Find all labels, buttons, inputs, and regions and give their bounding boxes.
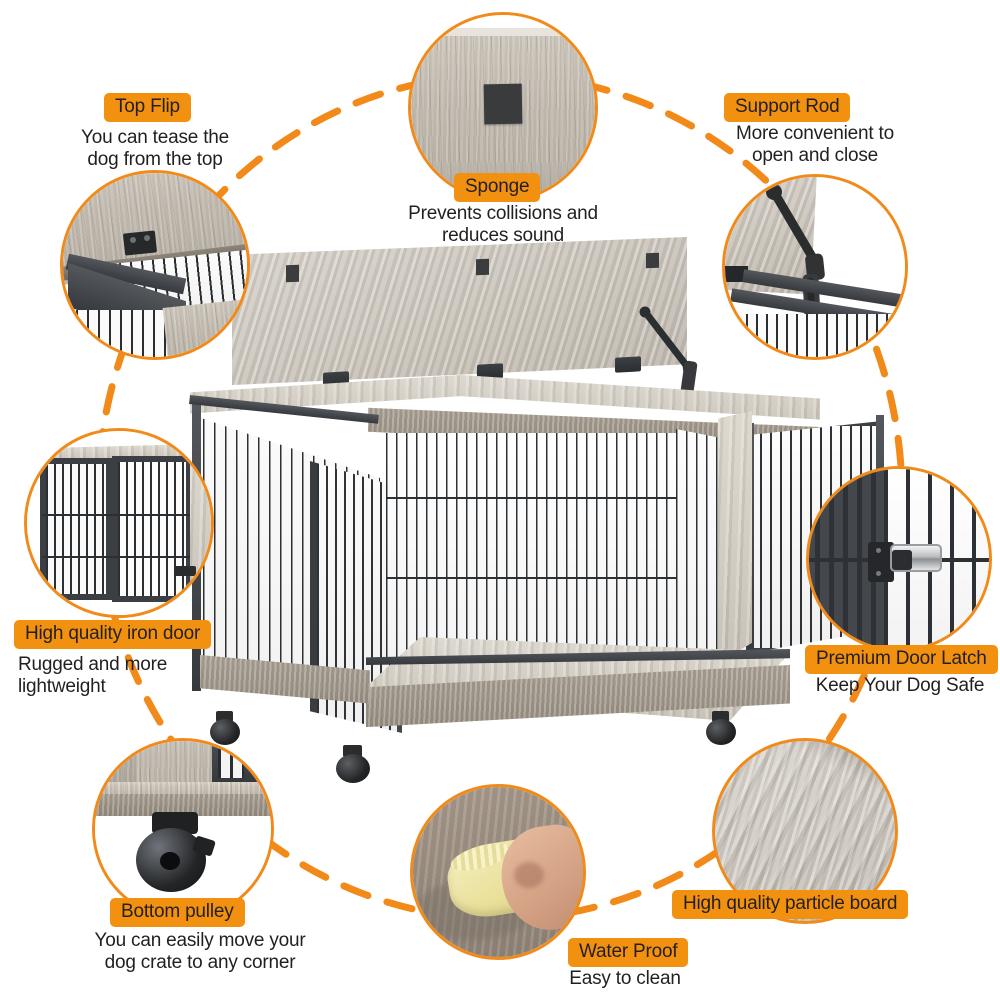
caption-water-proof-line1: Easy to clean (569, 968, 681, 989)
badge-sponge: Sponge (454, 173, 541, 202)
back-wire-wall (386, 433, 676, 659)
badge-bottom-pulley: Bottom pulley (110, 898, 245, 927)
callout-support-rod (722, 174, 908, 360)
caster-wheel (210, 711, 240, 745)
wire-crossbar (386, 577, 676, 580)
sponge-pad (483, 83, 522, 124)
caption-bottom-pulley-line2: dog crate to any corner (104, 952, 296, 973)
caster-wheel (336, 745, 370, 783)
callout-iron-door (24, 428, 214, 618)
sponge-pad (646, 252, 659, 269)
support-rod-circle-image (722, 174, 908, 360)
caster-wheel (135, 811, 216, 892)
door-latch-circle-image (806, 466, 992, 652)
sponge-pad (286, 264, 299, 283)
sponge-pad (476, 258, 489, 276)
caption-iron-door-line1: Rugged and more (18, 654, 168, 675)
caption-top-flip-line1: You can tease the (80, 127, 230, 148)
badge-top-flip: Top Flip (104, 93, 191, 122)
caption-sponge-line1: Prevents collisions and (408, 203, 598, 224)
callout-top-flip (60, 170, 250, 360)
product-image-dog-crate-furniture (189, 225, 884, 783)
callout-premium-door-latch (806, 466, 992, 652)
caption-top-flip-line2: dog from the top (87, 149, 223, 170)
caption-iron-door-line2: lightweight (18, 676, 106, 697)
wire-crossbar (386, 497, 676, 500)
caption-sponge-line2: reduces sound (441, 225, 565, 246)
callout-bottom-pulley (92, 738, 274, 920)
right-wood-post (718, 411, 752, 663)
caption-premium-door-latch-line1: Keep Your Dog Safe (815, 675, 985, 696)
badge-premium-door-latch: Premium Door Latch (805, 645, 998, 674)
badge-iron-door: High quality iron door (14, 620, 212, 649)
flip-top-panel (232, 237, 687, 385)
chrome-latch (889, 543, 942, 572)
badge-water-proof: Water Proof (568, 938, 689, 967)
caption-bottom-pulley-line1: You can easily move your (94, 930, 306, 951)
badge-support-rod: Support Rod (724, 93, 851, 122)
top-flip-circle-image (60, 170, 250, 360)
caption-support-rod-line1: More convenient to (736, 123, 894, 144)
caster-wheel (706, 711, 736, 745)
water-proof-circle-image (410, 784, 586, 960)
caption-support-rod-line2: open and close (751, 145, 879, 166)
iron-door-circle-image (24, 428, 214, 618)
bottom-pulley-circle-image (92, 738, 274, 920)
callout-water-proof (410, 784, 586, 960)
badge-particle-board: High quality particle board (672, 890, 909, 919)
